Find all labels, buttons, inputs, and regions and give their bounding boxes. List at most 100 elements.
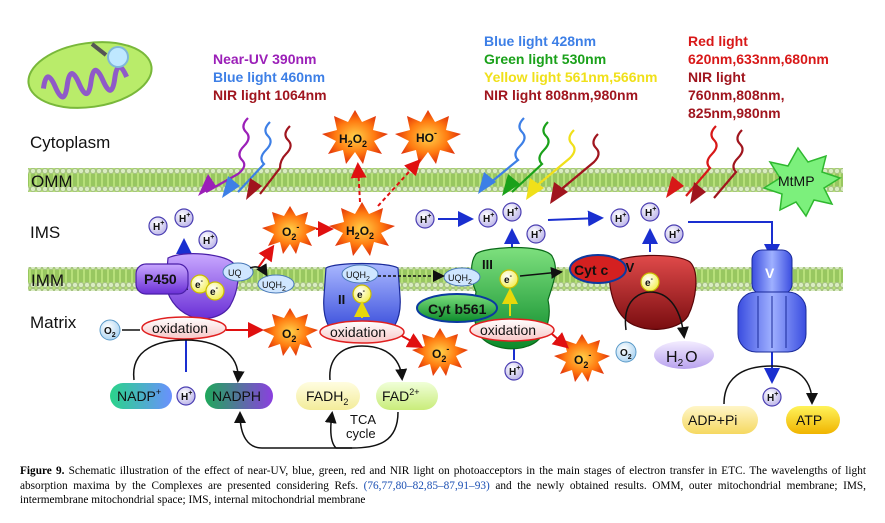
ros-o2-star-matrix-iii: O2- bbox=[554, 334, 610, 382]
light-label-blue-460: Blue light 460nm bbox=[213, 69, 325, 85]
ros-ho-star: HO- bbox=[395, 110, 461, 164]
svg-text:H+: H+ bbox=[181, 390, 192, 403]
fadh2-bubble: FADH2 bbox=[296, 382, 360, 410]
nir-1064-arrowhead bbox=[246, 178, 262, 200]
svg-text:H+: H+ bbox=[153, 220, 164, 233]
svg-text:e-: e- bbox=[645, 276, 654, 289]
green-530-arrowhead bbox=[502, 174, 520, 196]
mtmp-label: MtMP bbox=[778, 173, 815, 189]
fad-bubble: FAD2+ bbox=[376, 382, 438, 410]
svg-text:H+: H+ bbox=[420, 213, 431, 226]
svg-text:UQH2: UQH2 bbox=[346, 270, 370, 283]
etc-light-diagram: Cytoplasm IMS Matrix OMM IMM Near-UV 390… bbox=[27, 33, 843, 449]
oxidation-i: oxidation bbox=[141, 316, 227, 340]
nir-808-ray bbox=[557, 133, 600, 193]
tca-nadph-link bbox=[234, 411, 352, 449]
cyt-c-box: Cyt c bbox=[569, 254, 627, 284]
yellow-arrowhead bbox=[526, 178, 544, 200]
o2-molecule-iv: O2 bbox=[615, 341, 637, 363]
atp-bubble: ATP bbox=[786, 406, 840, 434]
electron-iii: e- bbox=[499, 269, 519, 289]
red-ray bbox=[685, 125, 718, 197]
uqh2-bubble-ii: UQH2 bbox=[341, 264, 379, 284]
complex-ii-label: II bbox=[338, 292, 345, 307]
tca-label-1: TCA bbox=[350, 412, 376, 427]
complex-v: V bbox=[737, 249, 807, 353]
svg-text:H+: H+ bbox=[483, 212, 494, 225]
imm-label: IMM bbox=[31, 271, 64, 290]
omm-label: OMM bbox=[31, 172, 73, 191]
svg-text:HO-: HO- bbox=[416, 128, 437, 145]
figure-label: Figure 9. bbox=[20, 465, 65, 477]
cyt-b561-label: Cyt b561 bbox=[428, 301, 487, 317]
svg-text:H2O2: H2O2 bbox=[339, 132, 367, 149]
svg-text:O2-: O2- bbox=[282, 324, 299, 344]
blue-428-arrowhead bbox=[478, 172, 496, 194]
svg-text:UQH2: UQH2 bbox=[448, 273, 472, 286]
svg-text:FAD2+: FAD2+ bbox=[382, 387, 420, 404]
near-uv-arrowhead bbox=[198, 174, 216, 196]
light-label-nir: NIR light bbox=[688, 69, 746, 85]
red-arrowhead bbox=[666, 176, 684, 198]
proton-ions: H+ H+ H+ H+ H+ H+ H+ H+ H+ H+ H+ H+ H+ bbox=[148, 202, 782, 407]
o2-molecule-i: O2 bbox=[99, 319, 121, 341]
svg-text:e-: e- bbox=[210, 285, 219, 298]
nadp-bubble: NADP+ bbox=[110, 383, 172, 409]
svg-text:e-: e- bbox=[357, 288, 366, 301]
fad-cycle-arc bbox=[329, 345, 408, 381]
ros-o2-star-matrix-i: O2- bbox=[262, 308, 318, 356]
blue-428-ray bbox=[483, 117, 526, 189]
svg-text:e-: e- bbox=[504, 273, 513, 286]
svg-text:ADP+Pi: ADP+Pi bbox=[688, 412, 737, 428]
svg-text:H+: H+ bbox=[179, 212, 190, 225]
uq-reduction-arrow bbox=[249, 263, 268, 277]
complex-iv-water-arc bbox=[624, 291, 689, 339]
uqh2-bubble-iii: UQH2 bbox=[443, 267, 481, 287]
proton-to-complex-v bbox=[688, 221, 780, 260]
arrow-h2o2-to-ho bbox=[377, 159, 421, 207]
ims-label: IMS bbox=[30, 223, 60, 242]
light-label-blue-428: Blue light 428nm bbox=[484, 33, 596, 49]
mitochondrion-icon bbox=[27, 41, 153, 109]
svg-text:H+: H+ bbox=[507, 206, 518, 219]
arrow-h2o2-to-h2o2 bbox=[350, 162, 367, 203]
svg-text:e-: e- bbox=[195, 278, 204, 291]
mtmp-star: MtMP bbox=[762, 146, 842, 218]
e-to-cytc-arrow bbox=[519, 266, 563, 279]
svg-text:UQH2: UQH2 bbox=[262, 280, 286, 293]
arrow-complex-i-to-o2 bbox=[257, 244, 275, 269]
svg-text:O2: O2 bbox=[104, 326, 116, 339]
light-label-nir-1064: NIR light 1064nm bbox=[213, 87, 327, 103]
cyt-b561-box: Cyt b561 bbox=[416, 293, 498, 323]
svg-text:H2O2: H2O2 bbox=[346, 224, 374, 241]
matrix-label: Matrix bbox=[30, 313, 77, 332]
svg-text:oxidation: oxidation bbox=[330, 324, 386, 340]
nir-ray bbox=[713, 129, 744, 199]
electron-i2: e- bbox=[205, 281, 225, 301]
ros-h2o2-star-ims: H2O2 bbox=[329, 202, 395, 256]
cyt-c-label: Cyt c bbox=[574, 262, 608, 278]
svg-text:H2O: H2O bbox=[666, 349, 698, 369]
svg-text:oxidation: oxidation bbox=[152, 320, 208, 336]
cytoplasm-label: Cytoplasm bbox=[30, 133, 110, 152]
uqh2-bubble-i: UQH2 bbox=[257, 274, 295, 294]
adp-pi-bubble: ADP+Pi bbox=[682, 406, 758, 434]
arrow-ox-ii-to-o2 bbox=[401, 333, 424, 348]
caption-refs[interactable]: (76,77,80–82,85–87,91–93) bbox=[363, 479, 490, 492]
complex-iii-label: III bbox=[482, 257, 493, 272]
electron-ii: e- bbox=[352, 284, 372, 304]
light-label-green-530: Green light 530nm bbox=[484, 51, 606, 67]
svg-text:H+: H+ bbox=[615, 212, 626, 225]
light-label-red-nm: 620nm,633nm,680nm bbox=[688, 51, 829, 67]
near-uv-ray bbox=[205, 117, 250, 193]
figure-caption: Figure 9. Schematic illustration of the … bbox=[20, 464, 866, 508]
yellow-ray bbox=[533, 129, 576, 189]
oxidation-iii: oxidation bbox=[469, 318, 555, 342]
svg-text:H+: H+ bbox=[767, 391, 778, 404]
light-label-near-uv: Near-UV 390nm bbox=[213, 51, 317, 67]
p450-box: P450 bbox=[135, 263, 189, 295]
svg-text:NADP+: NADP+ bbox=[117, 387, 161, 404]
nir-1064-ray bbox=[259, 125, 292, 195]
p450-label: P450 bbox=[144, 271, 177, 287]
blue-460-arrowhead bbox=[222, 176, 240, 198]
